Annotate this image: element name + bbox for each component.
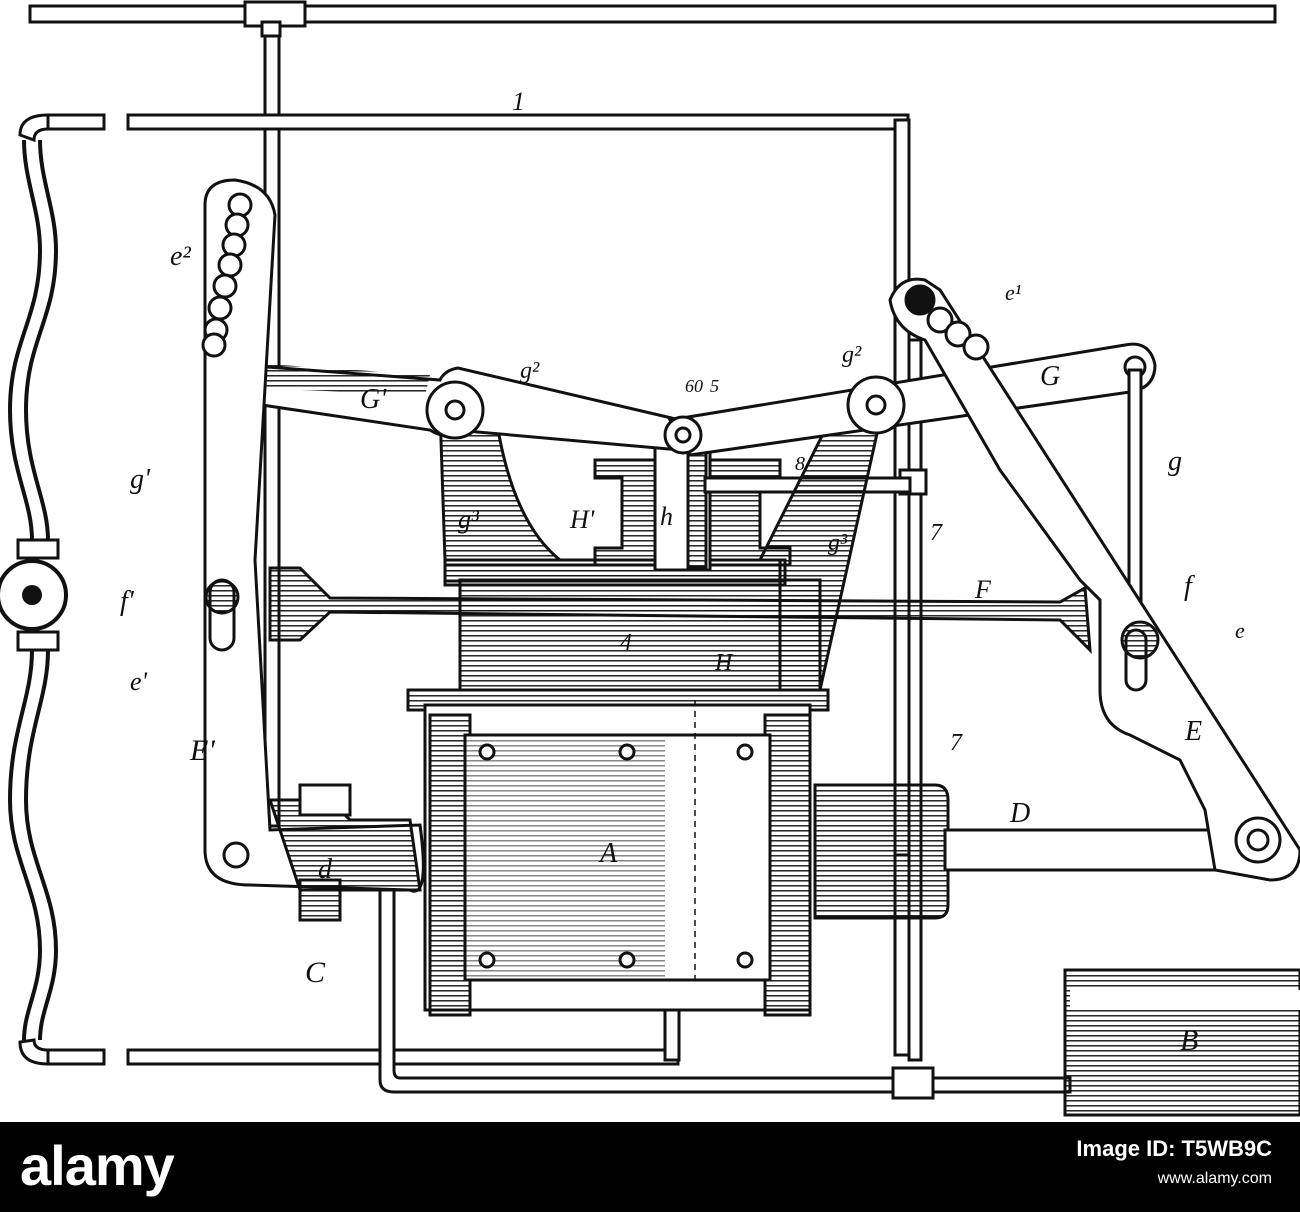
footer-bar: alamy Image ID: T5WB9C www.alamy.com bbox=[0, 1122, 1300, 1212]
label-E1: E' bbox=[189, 734, 215, 767]
label-e1-right: e¹ bbox=[1005, 280, 1021, 305]
top-steam-pipe bbox=[28, 0, 1277, 38]
reference-labels: 1 e² e¹ g² g² 60 5 G' G 8 g g' g³ g³ H' … bbox=[120, 87, 1245, 1057]
label-H1: H' bbox=[569, 505, 595, 534]
cylinder-a bbox=[406, 563, 830, 1017]
label-7-lower: 7 bbox=[950, 730, 963, 756]
label-e2-left: e² bbox=[170, 241, 191, 272]
label-g3-right: g³ bbox=[828, 530, 848, 556]
brand-logo: alamy bbox=[20, 1134, 175, 1197]
label-7-upper: 7 bbox=[930, 520, 943, 546]
lever-arm-g1 bbox=[213, 361, 682, 452]
label-D: D bbox=[1009, 798, 1030, 829]
label-f1: f' bbox=[120, 586, 135, 617]
block-b bbox=[1063, 968, 1300, 1117]
vertical-valve-rod bbox=[263, 34, 281, 828]
site-url[interactable]: www.alamy.com bbox=[1157, 1170, 1272, 1187]
label-h: h bbox=[660, 502, 673, 531]
image-id-text: Image ID: T5WB9C bbox=[1076, 1136, 1272, 1161]
label-g1: g' bbox=[130, 464, 151, 495]
label-g2-right: g² bbox=[842, 342, 862, 368]
engine-valve-gear-diagram: 1 e² e¹ g² g² 60 5 G' G 8 g g' g³ g³ H' … bbox=[0, 0, 1300, 1117]
label-e: e bbox=[1235, 618, 1245, 643]
label-H: H bbox=[714, 650, 734, 676]
label-C: C bbox=[305, 956, 326, 989]
label-G1: G' bbox=[360, 384, 387, 415]
label-g: g bbox=[1168, 446, 1182, 477]
bell-crank-e bbox=[888, 277, 1300, 882]
label-1: 1 bbox=[512, 87, 525, 116]
label-60: 60 bbox=[685, 376, 703, 396]
label-d: d bbox=[318, 854, 333, 885]
label-f: f bbox=[1184, 571, 1195, 602]
label-g2-left: g² bbox=[520, 358, 540, 384]
piston-head-and-rod bbox=[813, 783, 1217, 920]
bell-crank-e1 bbox=[201, 178, 425, 922]
rocker-arm-f bbox=[268, 566, 1092, 654]
label-E: E bbox=[1184, 716, 1202, 747]
label-5: 5 bbox=[710, 376, 719, 396]
label-B: B bbox=[1180, 1024, 1198, 1057]
label-G: G bbox=[1040, 361, 1060, 392]
label-e1-left: e' bbox=[130, 667, 148, 696]
label-4: 4 bbox=[620, 630, 632, 656]
pipe-union-fitting bbox=[0, 538, 68, 652]
label-F: F bbox=[974, 575, 992, 604]
footer-meta: Image ID: T5WB9C www.alamy.com bbox=[1076, 1134, 1272, 1194]
label-g3-left: g³ bbox=[458, 505, 480, 534]
wavy-side-pipe bbox=[7, 139, 59, 1041]
label-A: A bbox=[598, 838, 618, 869]
label-8: 8 bbox=[795, 453, 805, 475]
